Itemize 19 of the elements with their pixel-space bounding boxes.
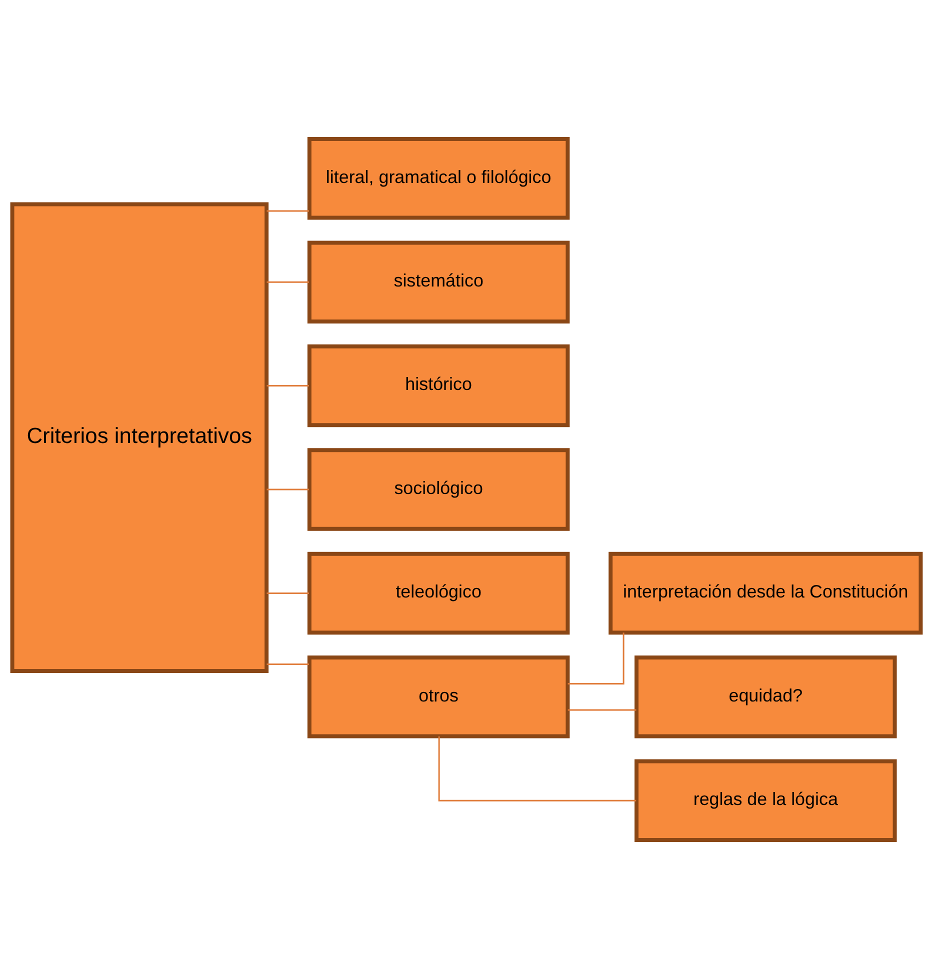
connector bbox=[266, 488, 309, 490]
connector bbox=[438, 736, 636, 801]
connector bbox=[568, 708, 636, 710]
node-box: literal, gramatical o filológico bbox=[307, 136, 570, 220]
node-box: equidad? bbox=[634, 655, 897, 738]
node-box: reglas de la lógica bbox=[634, 758, 897, 842]
connector bbox=[568, 632, 624, 684]
connector bbox=[266, 592, 309, 594]
node-box: sistemático bbox=[307, 240, 570, 323]
connector bbox=[266, 384, 309, 386]
connector bbox=[266, 663, 309, 664]
node-box: sociológico bbox=[307, 448, 570, 530]
node-box: Criterios interpretativos bbox=[10, 202, 269, 672]
connector bbox=[266, 210, 309, 212]
connector bbox=[266, 280, 309, 282]
node-box: otros bbox=[307, 655, 570, 738]
node-box: interpretación desde la Constitución bbox=[608, 551, 923, 634]
node-box: histórico bbox=[307, 344, 570, 427]
node-box: teleológico bbox=[307, 551, 570, 634]
